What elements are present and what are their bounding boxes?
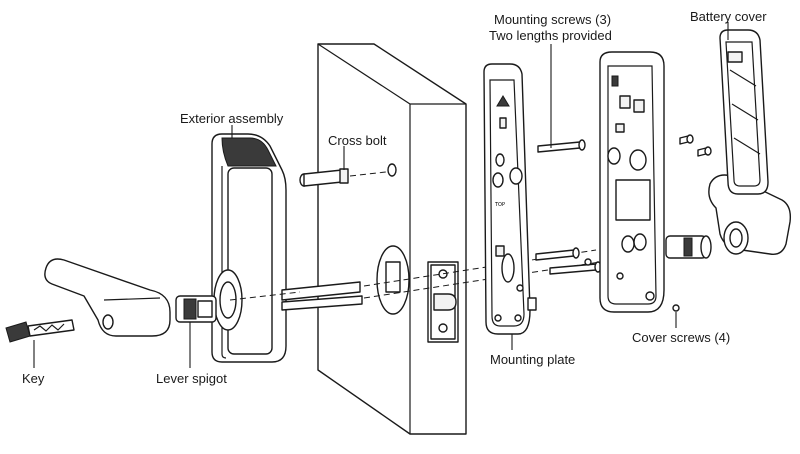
leader-lines — [33, 22, 729, 368]
exterior-assembly — [211, 133, 287, 363]
mounting-plate-part: TOP — [483, 63, 537, 335]
label-cross-bolt: Cross bolt — [328, 133, 387, 148]
label-mounting-screws: Mounting screws (3) — [494, 12, 612, 27]
interior-lever — [665, 174, 792, 259]
lever-spigot-part — [175, 295, 217, 323]
cross-bolt-part — [299, 168, 387, 187]
door-slab — [317, 43, 467, 435]
label-mounting-plate: Mounting plate — [490, 352, 576, 367]
key-part — [5, 319, 75, 343]
label-mounting-screws-lengths: Two lengths provided — [489, 28, 612, 43]
svg-text:TOP: TOP — [494, 202, 505, 208]
latch-strike-plate — [427, 261, 459, 343]
label-key: Key — [22, 371, 45, 386]
connecting-rods — [281, 281, 363, 311]
label-exterior-assembly: Exterior assembly — [180, 111, 284, 126]
interior-assembly — [599, 51, 665, 313]
label-battery-cover: Battery cover — [690, 9, 767, 24]
mounting-screws-part — [535, 139, 602, 275]
label-cover-screws: Cover screws (4) — [632, 330, 731, 345]
label-lever-spigot: Lever spigot — [156, 371, 227, 386]
cover-screws-part — [584, 134, 712, 312]
exterior-lever — [44, 258, 171, 337]
battery-cover-part — [719, 29, 769, 195]
